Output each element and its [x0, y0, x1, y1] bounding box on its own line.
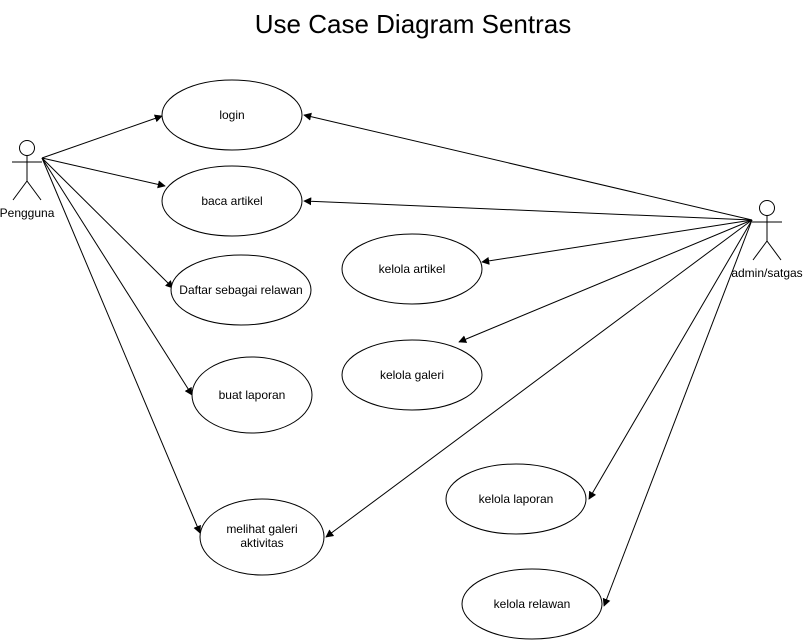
diagram-title: Use Case Diagram Sentras	[255, 9, 571, 39]
use-case-label-line2: aktivitas	[240, 536, 283, 550]
use-case-ellipse	[161, 165, 303, 237]
assoc-pengguna-buat-laporan	[41, 157, 193, 396]
use-case-ellipse	[170, 254, 312, 326]
actor-admin-satgas[interactable]: admin/satgas	[731, 200, 803, 281]
assoc-pengguna-galeri-aktivitas	[41, 157, 201, 534]
actor-right-leg	[26, 180, 42, 201]
use-case-label: kelola laporan	[479, 492, 554, 506]
use-case-ellipse	[161, 79, 303, 151]
use-case-label: kelola galeri	[380, 368, 444, 382]
actor-head	[19, 140, 35, 156]
use-case-ellipse	[461, 568, 603, 640]
assoc-pengguna-login	[41, 114, 163, 159]
assoc-pengguna-daftar-relawan	[41, 157, 174, 289]
admin-associations	[303, 112, 753, 607]
use-case-ellipse	[199, 498, 325, 576]
assoc-admin-kelola-laporan	[588, 219, 753, 500]
assoc-admin-kelola-relawan	[602, 219, 753, 607]
actor-left-leg	[752, 240, 768, 261]
use-case-melihat-galeri-aktivitas[interactable]: melihat galeri aktivitas	[199, 498, 325, 576]
use-case-label: buat laporan	[219, 388, 286, 402]
use-case-kelola-relawan[interactable]: kelola relawan	[461, 568, 603, 640]
actor-admin-label: admin/satgas	[731, 266, 802, 280]
use-case-label-line1: melihat galeri	[226, 522, 297, 536]
use-case-baca-artikel[interactable]: baca artikel	[161, 165, 303, 237]
use-case-kelola-laporan[interactable]: kelola laporan	[445, 463, 587, 535]
assoc-admin-galeri-aktivitas	[325, 219, 753, 538]
assoc-admin-baca-artikel	[303, 197, 753, 221]
assoc-admin-login	[303, 112, 753, 221]
use-case-daftar-relawan[interactable]: Daftar sebagai relawan	[170, 254, 312, 326]
use-case-label: kelola relawan	[494, 597, 571, 611]
assoc-admin-kelola-galeri	[458, 219, 753, 343]
use-case-kelola-galeri[interactable]: kelola galeri	[341, 339, 483, 411]
assoc-pengguna-baca-artikel	[41, 157, 166, 189]
use-case-login[interactable]: login	[161, 79, 303, 151]
use-case-label: kelola artikel	[379, 262, 446, 276]
actor-pengguna[interactable]: Pengguna	[0, 140, 55, 221]
use-case-ellipse	[191, 356, 313, 434]
actor-pengguna-label: Pengguna	[0, 206, 55, 220]
actor-left-leg	[12, 180, 28, 201]
use-case-label: Daftar sebagai relawan	[179, 283, 302, 297]
use-case-label: login	[219, 108, 244, 122]
use-case-label: baca artikel	[201, 194, 262, 208]
use-case-ellipse	[445, 463, 587, 535]
use-case-ellipse	[341, 339, 483, 411]
assoc-admin-kelola-artikel	[481, 219, 753, 265]
pengguna-associations	[41, 114, 201, 534]
use-case-ellipse	[341, 233, 483, 305]
use-case-kelola-artikel[interactable]: kelola artikel	[341, 233, 483, 305]
actor-right-leg	[766, 240, 782, 261]
use-case-buat-laporan[interactable]: buat laporan	[191, 356, 313, 434]
actor-head	[759, 200, 775, 216]
